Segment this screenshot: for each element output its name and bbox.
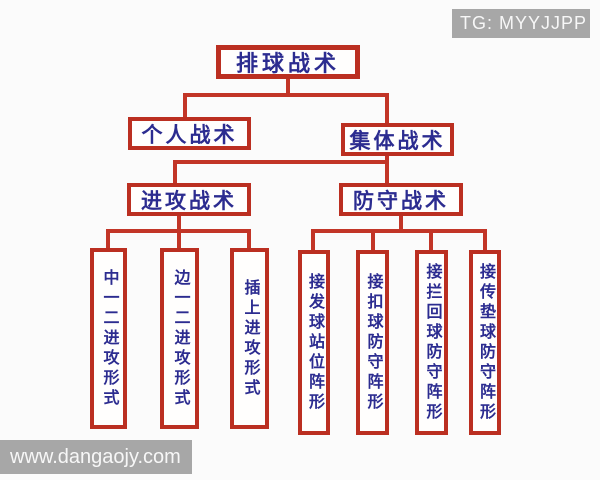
connector-offense-horizontal bbox=[106, 229, 251, 233]
leaf-pass-dig-defense-formation-label: 接传垫球防守阵形 bbox=[477, 262, 494, 423]
connector-to-individual bbox=[183, 93, 187, 119]
leaf-block-rebound-defense-formation-label: 接拦回球防守阵形 bbox=[423, 262, 441, 423]
leaf-serve-receive-formation: 接发球站位阵形 bbox=[298, 250, 330, 435]
leaf-insertion-attack: 插上进攻形式 bbox=[230, 248, 269, 429]
node-offensive-tactics: 进攻战术 bbox=[127, 183, 251, 216]
node-collective-tactics-label: 集体战术 bbox=[349, 129, 446, 153]
connector-to-leaf6 bbox=[429, 229, 433, 252]
node-individual-tactics: 个人战术 bbox=[128, 117, 251, 150]
leaf-serve-receive-formation-label: 接发球站位阵形 bbox=[306, 272, 323, 413]
node-offensive-tactics-label: 进攻战术 bbox=[141, 189, 237, 213]
connector-level3-horizontal bbox=[173, 160, 389, 164]
connector-to-collective bbox=[385, 93, 389, 125]
leaf-insertion-attack-label: 插上进攻形式 bbox=[241, 278, 259, 399]
node-volleyball-tactics-label: 排球战术 bbox=[235, 51, 340, 76]
website-watermark-badge: www.dangaojy.com bbox=[0, 440, 192, 474]
tg-watermark-badge: TG: MYYJJPP bbox=[452, 9, 590, 38]
connector-to-offense bbox=[173, 160, 177, 185]
connector-root-down bbox=[286, 79, 290, 97]
leaf-center-1-2-attack: 中一二进攻形式 bbox=[90, 248, 127, 429]
tg-watermark-text: TG: MYYJJPP bbox=[460, 13, 588, 33]
leaf-spike-defense-formation: 接扣球防守阵形 bbox=[356, 250, 389, 435]
node-defensive-tactics: 防守战术 bbox=[339, 183, 463, 216]
connector-to-leaf3 bbox=[247, 229, 251, 250]
connector-to-leaf7 bbox=[483, 229, 487, 252]
node-individual-tactics-label: 个人战术 bbox=[141, 123, 238, 147]
leaf-spike-defense-formation-label: 接扣球防守阵形 bbox=[364, 272, 382, 413]
connector-level2-horizontal bbox=[183, 93, 389, 97]
connector-collective-down bbox=[385, 155, 389, 185]
leaf-block-rebound-defense-formation: 接拦回球防守阵形 bbox=[415, 250, 448, 435]
leaf-side-1-2-attack: 边一二进攻形式 bbox=[160, 248, 199, 429]
connector-defense-horizontal bbox=[311, 229, 487, 233]
website-watermark-text: www.dangaojy.com bbox=[10, 445, 181, 468]
leaf-pass-dig-defense-formation: 接传垫球防守阵形 bbox=[469, 250, 501, 435]
node-defensive-tactics-label: 防守战术 bbox=[353, 189, 449, 213]
node-collective-tactics: 集体战术 bbox=[341, 123, 454, 156]
connector-to-leaf1 bbox=[106, 229, 110, 250]
connector-defense-down bbox=[399, 215, 403, 233]
node-volleyball-tactics: 排球战术 bbox=[216, 45, 360, 79]
connector-to-leaf5 bbox=[371, 229, 375, 252]
connector-to-leaf4 bbox=[311, 229, 315, 252]
leaf-side-1-2-attack-label: 边一二进攻形式 bbox=[171, 268, 189, 409]
leaf-center-1-2-attack-label: 中一二进攻形式 bbox=[100, 268, 118, 409]
